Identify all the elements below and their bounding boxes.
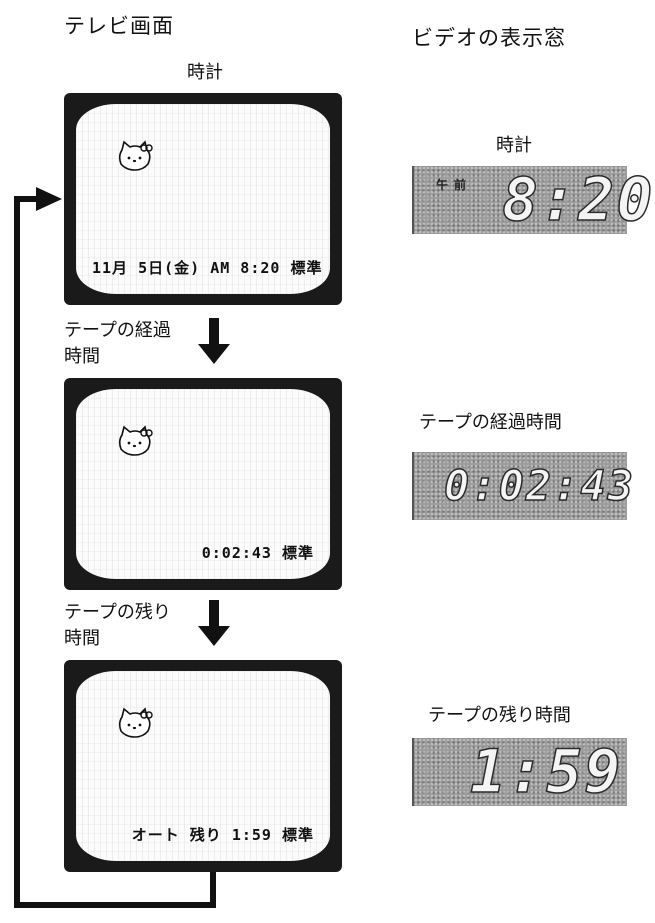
step-label-remaining-line2: 時間 [64,628,100,649]
tv-clock-caption: 時計 [187,62,223,83]
loop-line-bottom [14,902,216,908]
vcr-am-label: 午前 [436,178,473,192]
vcr-digits-clock: 8:20 [501,165,655,235]
vcr-clock-caption: 時計 [496,135,532,156]
step-label-elapsed-line1: テープの経過 [64,320,171,341]
vcr-display-clock: 午前 8:20 [412,166,653,234]
tv-screen-display: 0:02:43 標準 [76,389,330,579]
tv-screen-remaining: オート 残り 1:59 標準 [64,660,342,872]
vcr-display-heading: ビデオの表示窓 [412,26,566,50]
hello-kitty-icon [118,707,153,738]
loop-line-bottom-stub [210,872,216,908]
tv-osd-remaining: オート 残り 1:59 標準 [131,826,314,844]
loop-line-left [14,196,20,908]
hello-kitty-icon [118,425,153,456]
loop-line-top [14,196,40,202]
tv-screen-clock: 11月 5日(金) AM 8:20 標準 [64,93,342,305]
step-label-remaining: テープの残り 時間 [64,600,171,652]
right-arrow-icon [36,187,62,211]
vcr-display-remaining: 1:59 [412,738,627,806]
tv-screen-display: オート 残り 1:59 標準 [76,671,330,861]
step-label-remaining-line1: テープの残り [64,602,171,623]
step-label-elapsed-line2: 時間 [64,346,100,367]
vcr-digits-remaining: 1:59 [469,737,623,807]
tv-screen-elapsed: 0:02:43 標準 [64,378,342,590]
tv-osd-clock: 11月 5日(金) AM 8:20 標準 [92,259,323,277]
vcr-elapsed-caption: テープの経過時間 [419,412,562,433]
hello-kitty-icon [118,140,153,171]
vcr-display-elapsed: 0:02:43 [412,452,634,520]
tv-screen-heading: テレビ画面 [64,14,174,38]
down-arrow-icon [198,318,230,364]
down-arrow-icon [198,600,230,646]
tv-osd-elapsed: 0:02:43 標準 [201,544,314,562]
vcr-remaining-caption: テープの残り時間 [428,705,571,726]
vcr-digits-elapsed: 0:02:43 [443,460,636,511]
tv-screen-display: 11月 5日(金) AM 8:20 標準 [76,104,330,294]
step-label-elapsed: テープの経過 時間 [64,318,171,370]
